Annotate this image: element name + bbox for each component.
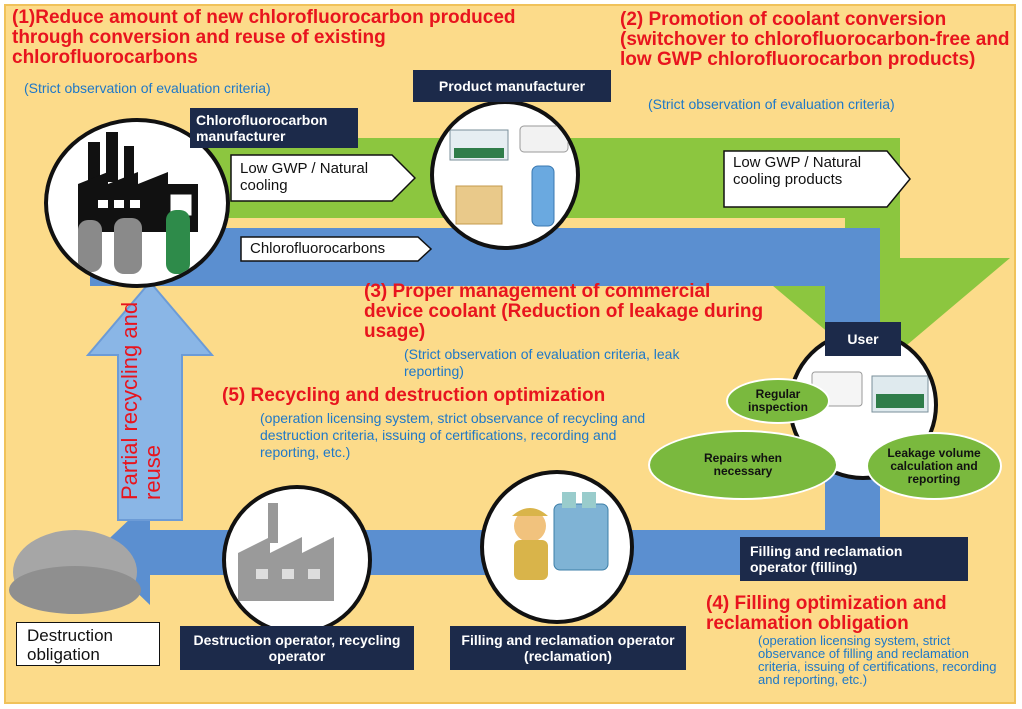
partial-recycling-arrow	[85, 280, 215, 521]
point1-note: (Strict observation of evaluation criter…	[24, 80, 271, 96]
filling-operator-label: Filling and reclamation operator (fillin…	[740, 537, 968, 581]
chlorofluorocarbons-label: Chlorofluorocarbons	[250, 240, 386, 257]
regular-inspection-oval: Regular inspection	[726, 378, 830, 424]
point5-note: (operation licensing system, strict obse…	[260, 410, 646, 460]
low-gwp-tag: Low GWP / Natural cooling	[230, 154, 416, 202]
cfc-manufacturer-label: Chlorofluorocarbon manufacturer	[190, 108, 358, 148]
chlorofluorocarbons-tag: Chlorofluorocarbons	[240, 236, 432, 262]
user-label: User	[825, 322, 901, 356]
point2-title: (2) Promotion of coolant conversion (swi…	[620, 9, 1010, 70]
partial-recycling-label: Partial recycling and reuse	[117, 301, 165, 500]
destruction-operator-label: Destruction operator, recycling operator	[180, 626, 414, 670]
factory-circle	[44, 118, 230, 288]
products-circle	[430, 100, 580, 250]
destruction-circle	[222, 485, 372, 635]
low-gwp-label: Low GWP / Natural cooling	[240, 160, 369, 194]
reclamation-circle	[480, 470, 634, 624]
factory-icon	[78, 132, 198, 274]
low-gwp-products-tag: Low GWP / Natural cooling products	[723, 150, 911, 208]
waste-pile-base	[9, 566, 141, 614]
leakage-oval: Leakage volume calculation and reporting	[866, 432, 1002, 500]
destruction-plant-icon	[238, 503, 334, 601]
point4-note: (operation licensing system, strict obse…	[758, 633, 997, 687]
point3-note: (Strict observation of evaluation criter…	[404, 346, 680, 379]
point1-title: (1)Reduce amount of new chlorofluorocarb…	[12, 7, 516, 68]
destruction-obligation-box: Destruction obligation	[16, 622, 160, 666]
reclamation-operator-label: Filling and reclamation operator (reclam…	[450, 626, 686, 670]
product-manufacturer-label: Product manufacturer	[413, 70, 611, 102]
worker-icon	[512, 492, 609, 580]
point2-note: (Strict observation of evaluation criter…	[648, 96, 895, 112]
products-icon	[449, 125, 569, 227]
point3-title: (3) Proper management of commercial devi…	[364, 281, 764, 342]
repairs-oval: Repairs when necessary	[648, 430, 838, 500]
point4-title: (4) Filling optimization and reclamation…	[706, 593, 947, 634]
low-gwp-products-label: Low GWP / Natural cooling products	[733, 154, 862, 188]
point5-title: (5) Recycling and destruction optimizati…	[222, 385, 606, 406]
